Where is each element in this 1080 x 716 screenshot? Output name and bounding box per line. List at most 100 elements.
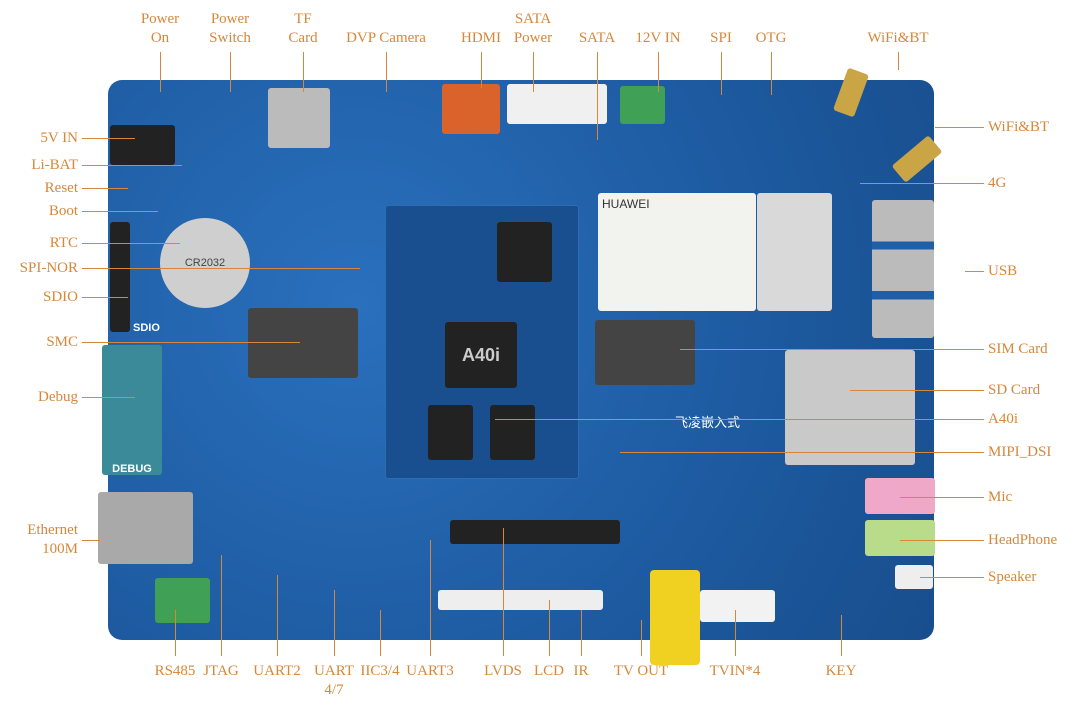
- a40i-soc: A40i: [445, 322, 517, 388]
- label-li-bat: Li-BAT: [31, 156, 78, 175]
- sdio-marking: SDIO: [133, 322, 160, 334]
- leader-line: [900, 497, 984, 498]
- leader-line: [680, 349, 984, 350]
- label-text: RS485: [154, 663, 196, 679]
- leader-line: [82, 268, 360, 269]
- label-a40i: A40i: [988, 410, 1018, 429]
- sata-power-connector: [507, 84, 607, 124]
- label-wifi-bt-top: WiFi&BT: [838, 29, 958, 48]
- label-tvin-4: TVIN*4: [690, 662, 780, 681]
- leader-line: [230, 52, 231, 92]
- label-smc: SMC: [46, 333, 78, 352]
- memory-chip: [428, 405, 473, 460]
- leader-line: [82, 165, 182, 166]
- label-text: SDIO: [42, 288, 78, 305]
- leader-line: [549, 600, 550, 656]
- rs485-connector: [155, 578, 210, 623]
- label-text: DVP Camera: [346, 30, 426, 46]
- label-text: Debug: [38, 388, 78, 405]
- sd-card-slot: [785, 350, 915, 465]
- tf-card-slot: [268, 88, 330, 148]
- label-wifi-bt-right: WiFi&BT: [988, 118, 1049, 137]
- label-4g: 4G: [988, 174, 1006, 193]
- label-key: KEY: [796, 662, 886, 681]
- leader-line: [721, 52, 722, 95]
- label-hdmi: HDMI: [421, 29, 541, 48]
- leader-line: [82, 138, 135, 139]
- label-rs485: RS485: [130, 662, 220, 681]
- leader-line: [771, 52, 772, 95]
- label-text: MIPI_DSI: [988, 443, 1052, 460]
- label-lvds: LVDS: [458, 662, 548, 681]
- label-text: Ethernet: [27, 522, 78, 538]
- lvds-header: [450, 520, 620, 544]
- label-text: Power: [140, 11, 180, 27]
- label-spi-nor: SPI-NOR: [20, 259, 78, 278]
- label-text: Power: [513, 30, 553, 46]
- label-text: SATA: [514, 11, 552, 27]
- smc-slot: [248, 308, 358, 378]
- leader-line: [503, 528, 504, 656]
- leader-line: [735, 610, 736, 656]
- label-text: IR: [573, 663, 589, 679]
- label-speaker: Speaker: [988, 568, 1036, 587]
- label-text: LCD: [534, 663, 564, 679]
- dc-jack: [110, 125, 175, 165]
- label-text: SPI: [710, 30, 732, 46]
- rtc-battery: CR2032: [160, 218, 250, 308]
- label-text: OTG: [755, 30, 787, 46]
- label-5v-in: 5V IN: [40, 129, 78, 148]
- leader-line: [935, 127, 984, 128]
- label-text: 4/7: [324, 682, 344, 698]
- label-text: TF: [294, 11, 312, 27]
- leader-line: [82, 211, 158, 212]
- label-iic3-4: IIC3/4: [335, 662, 425, 681]
- label-text: Boot: [48, 202, 78, 219]
- leader-line: [900, 540, 984, 541]
- lcd-connector: [438, 590, 603, 610]
- label-text: UART3: [406, 663, 454, 679]
- ethernet-jack: [98, 492, 193, 564]
- label-text: HeadPhone: [988, 531, 1058, 548]
- usb-ports: [872, 200, 934, 338]
- label-text: WiFi&BT: [988, 118, 1050, 135]
- leader-line: [620, 452, 984, 453]
- label-mipi-dsi: MIPI_DSI: [988, 443, 1051, 462]
- leader-line: [334, 590, 335, 656]
- leader-line: [82, 397, 135, 398]
- label-uart3: UART3: [385, 662, 475, 681]
- label-text: SATA: [578, 30, 616, 46]
- leader-line: [303, 52, 304, 92]
- label-text: KEY: [825, 663, 857, 679]
- sdio-header: [110, 222, 130, 332]
- leader-line: [82, 342, 300, 343]
- label-text: TVIN*4: [709, 663, 761, 679]
- sim-slot: [595, 320, 695, 385]
- label-boot: Boot: [49, 202, 78, 221]
- leader-line: [841, 615, 842, 656]
- label-ir: IR: [536, 662, 626, 681]
- leader-line: [386, 52, 387, 92]
- leader-line: [581, 610, 582, 656]
- memory-chip: [490, 405, 535, 460]
- label-usb: USB: [988, 262, 1017, 281]
- label-text: SPI-NOR: [19, 259, 78, 276]
- 12v-terminal: [620, 86, 665, 124]
- leader-line: [221, 555, 222, 656]
- label-debug: Debug: [38, 388, 78, 407]
- leader-line: [495, 419, 984, 420]
- label-text: 100M: [42, 541, 78, 557]
- label-sim-card: SIM Card: [988, 340, 1048, 359]
- leader-line: [82, 243, 180, 244]
- leader-line: [860, 183, 984, 184]
- label-mic: Mic: [988, 488, 1012, 507]
- memory-chip: [497, 222, 552, 282]
- leader-line: [641, 620, 642, 656]
- leader-line: [277, 575, 278, 656]
- leader-line: [160, 52, 161, 92]
- label-text: UART2: [253, 663, 301, 679]
- mic-jack: [865, 478, 935, 514]
